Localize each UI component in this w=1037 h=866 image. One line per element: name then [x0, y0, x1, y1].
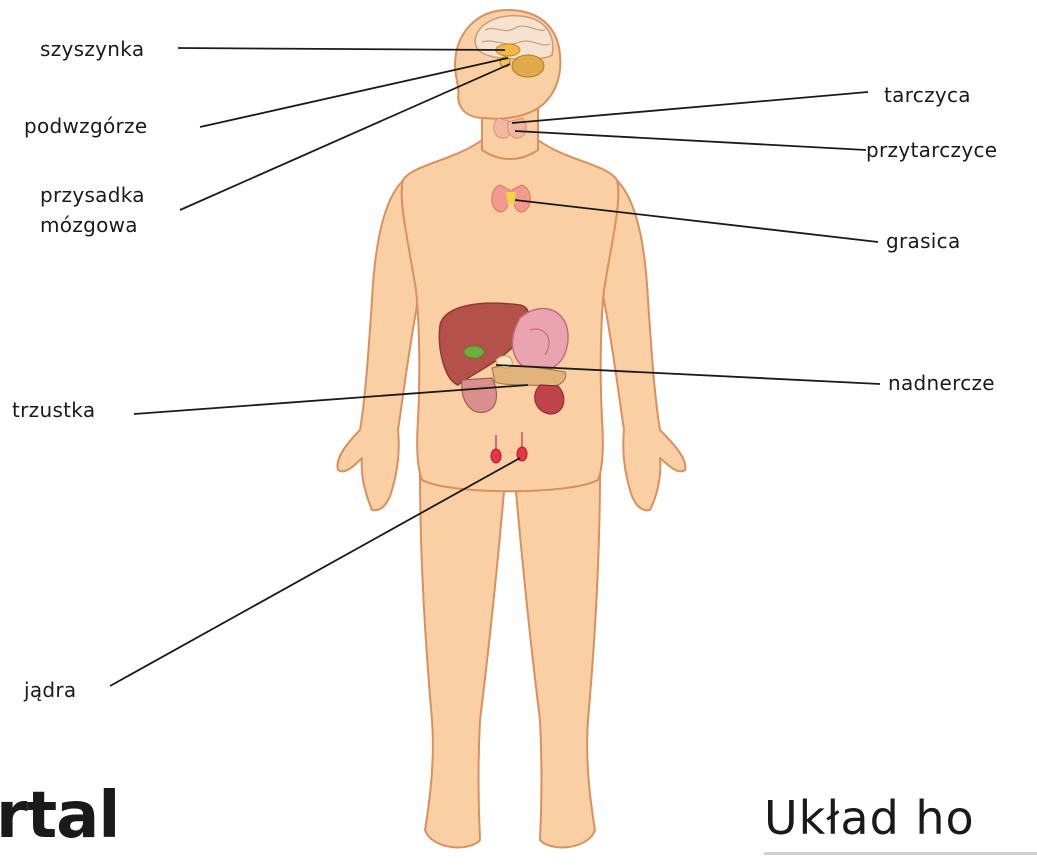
- kidney: [535, 385, 564, 414]
- stomach: [513, 309, 569, 372]
- label-nadnercze: nadnercze: [888, 370, 995, 396]
- label-grasica: grasica: [886, 228, 961, 254]
- label-tarczyca: tarczyca: [884, 82, 971, 108]
- title-underline: [764, 852, 1037, 855]
- cerebellum: [512, 55, 544, 77]
- label-przysadka-line1: przysadka: [40, 180, 190, 210]
- leader-przytarczyce: [515, 131, 866, 150]
- label-przysadka-line2: mózgowa: [40, 210, 190, 240]
- leader-tarczyca: [512, 92, 868, 123]
- label-podwzgorze: podwzgórze: [24, 113, 147, 139]
- brand-text: rtal: [0, 778, 119, 854]
- page-title: Układ ho: [764, 790, 975, 846]
- leader-szyszynka: [178, 48, 505, 50]
- label-przysadka-mozgowa: przysadka mózgowa: [40, 180, 190, 240]
- gallbladder: [464, 346, 484, 358]
- label-przytarczyce: przytarczyce: [866, 137, 997, 163]
- label-trzustka: trzustka: [12, 397, 95, 423]
- label-jadra: jądra: [24, 677, 77, 703]
- label-szyszynka: szyszynka: [40, 36, 144, 62]
